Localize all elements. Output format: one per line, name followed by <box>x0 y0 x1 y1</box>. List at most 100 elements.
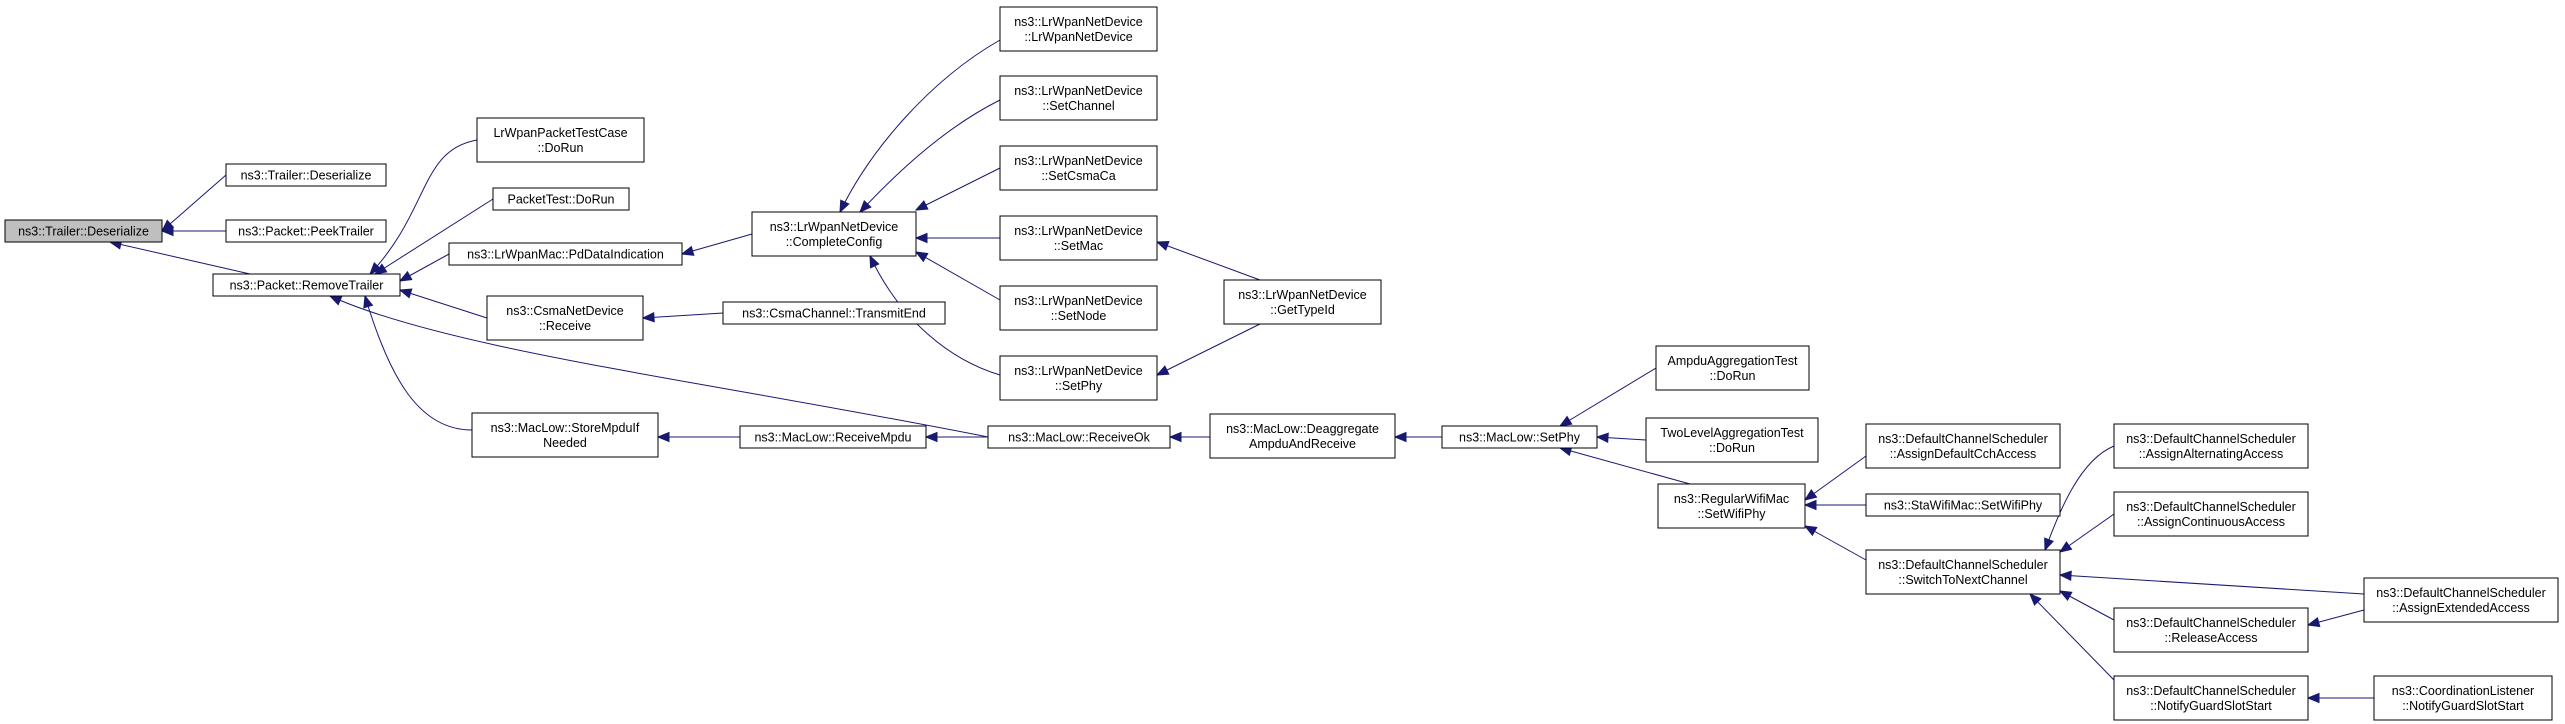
edge-line <box>161 174 227 232</box>
edge-n23-n21 <box>1595 432 1647 443</box>
node-box <box>999 145 1158 191</box>
edge-line <box>915 167 1001 211</box>
node-label-line: ns3::LrWpanNetDevice <box>1014 294 1143 308</box>
edge-line <box>915 251 1001 301</box>
arrowhead <box>1155 365 1170 376</box>
arrowhead <box>1803 525 1818 537</box>
graph-node[interactable]: ns3::LrWpanNetDevice::SetCsmaCa <box>999 145 1158 191</box>
node-box <box>225 163 387 187</box>
edge-n15-n9 <box>914 232 1000 244</box>
node-box <box>987 425 1171 449</box>
edge-n22-n21 <box>1558 367 1657 427</box>
edge-line <box>374 198 494 275</box>
graph-node[interactable]: ns3::DefaultChannelScheduler::ReleaseAcc… <box>2113 607 2309 653</box>
arrowhead <box>398 288 413 299</box>
node-box <box>999 285 1158 331</box>
edge-line <box>1559 367 1657 427</box>
graph-node[interactable]: ns3::LrWpanNetDevice::SetMac <box>999 215 1158 261</box>
graph-node[interactable]: ns3::LrWpanNetDevice::CompleteConfig <box>751 211 917 257</box>
graph-node[interactable]: ns3::CoordinationListener::NotifyGuardSl… <box>2373 675 2553 721</box>
arrowhead <box>2058 590 2073 602</box>
edge-n28-n27 <box>2044 445 2115 552</box>
graph-node[interactable]: ns3::LrWpanNetDevice::LrWpanNetDevice <box>999 6 1158 52</box>
graph-node[interactable]: ns3::Trailer::Deserialize <box>225 163 387 187</box>
graph-node[interactable]: ns3::DefaultChannelScheduler::AssignCont… <box>2113 491 2309 537</box>
graph-node[interactable]: ns3::DefaultChannelScheduler::AssignAlte… <box>2113 423 2309 469</box>
arrowhead <box>641 312 655 323</box>
graph-node[interactable]: ns3::MacLow::SetPhy <box>1441 425 1598 449</box>
edge-line <box>364 295 473 431</box>
graph-node[interactable]: AmpduAggregationTest::DoRun <box>1655 345 1810 391</box>
graph-node[interactable]: ns3::DefaultChannelScheduler::AssignExte… <box>2363 577 2559 623</box>
graph-node[interactable]: ns3::MacLow::ReceiveMpdu <box>739 425 927 449</box>
node-label-line: ns3::CsmaChannel::TransmitEnd <box>742 307 926 321</box>
arrowhead <box>1168 431 1182 443</box>
graph-node[interactable]: ns3::LrWpanNetDevice::SetChannel <box>999 75 1158 121</box>
node-box <box>2113 675 2309 721</box>
root-node[interactable]: ns3::Trailer::Deserialize <box>4 219 163 243</box>
edge-n14-n9 <box>914 167 1001 211</box>
node-label-line: ns3::DefaultChannelScheduler <box>2126 684 2296 698</box>
graph-node[interactable]: ns3::LrWpanMac::PdDataIndication <box>448 242 683 266</box>
node-label-line: ::CompleteConfig <box>786 235 883 249</box>
graph-node[interactable]: ns3::Packet::PeekTrailer <box>225 219 387 243</box>
edge-n5-n3 <box>373 198 494 275</box>
graph-node[interactable]: LrWpanPacketTestCase::DoRun <box>476 117 645 163</box>
edge-line <box>681 233 753 255</box>
node-label-line: ::SetChannel <box>1042 99 1114 113</box>
edge-n27-n24 <box>1803 525 1867 561</box>
arrowhead <box>373 263 388 275</box>
graph-node[interactable]: ns3::DefaultChannelScheduler::AssignDefa… <box>1865 423 2061 469</box>
graph-node[interactable]: ns3::RegularWifiMac::SetWifiPhy <box>1657 483 1806 529</box>
node-label-line: ::SwitchToNextChannel <box>1898 573 2027 587</box>
graph-node[interactable]: ns3::CsmaChannel::TransmitEnd <box>722 301 946 325</box>
node-label-line: ns3::DefaultChannelScheduler <box>2376 586 2546 600</box>
arrowhead <box>363 294 374 309</box>
arrowhead <box>369 262 382 275</box>
arrowhead <box>1155 241 1170 251</box>
graph-node[interactable]: PacketTest::DoRun <box>492 187 630 211</box>
edge-n20-n18 <box>1168 431 1210 443</box>
graph-node[interactable]: ns3::LrWpanNetDevice::SetPhy <box>999 355 1158 401</box>
node-box <box>1657 483 1806 529</box>
node-box <box>2113 491 2309 537</box>
node-box <box>225 219 387 243</box>
node-box <box>999 215 1158 261</box>
edge-line <box>859 99 1001 213</box>
graph-node[interactable]: ns3::DefaultChannelScheduler::NotifyGuar… <box>2113 675 2309 721</box>
node-box <box>1865 493 2061 517</box>
node-box <box>999 6 1158 52</box>
edge-n31-n27 <box>2029 593 2115 681</box>
node-label-line: ::SetNode <box>1051 309 1107 323</box>
node-box <box>2113 607 2309 653</box>
edge-n19-n15 <box>1155 241 1261 281</box>
node-label-line: ::AssignDefaultCchAccess <box>1890 447 2037 461</box>
node-label-line: ns3::LrWpanNetDevice <box>1014 154 1143 168</box>
graph-node[interactable]: ns3::StaWifiMac::SetWifiPhy <box>1865 493 2061 517</box>
arrowhead <box>1393 431 1407 443</box>
edge-line <box>869 255 1001 376</box>
edge-n29-n27 <box>2058 513 2115 553</box>
node-box <box>4 219 163 243</box>
node-box <box>999 75 1158 121</box>
node-label-line: ns3::MacLow::ReceiveMpdu <box>754 431 911 445</box>
node-box <box>2373 675 2553 721</box>
edge-line <box>1156 241 1261 281</box>
node-box <box>1223 279 1382 325</box>
graph-node[interactable]: ns3::MacLow::ReceiveOk <box>987 425 1171 449</box>
graph-node[interactable]: ns3::DefaultChannelScheduler::SwitchToNe… <box>1865 549 2061 595</box>
arrowhead <box>2029 593 2042 606</box>
graph-node[interactable]: TwoLevelAggregationTest::DoRun <box>1645 417 1819 463</box>
edge-line <box>369 139 478 275</box>
graph-node[interactable]: ns3::CsmaNetDevice::Receive <box>486 295 644 341</box>
edge-n10-n7 <box>641 312 724 323</box>
edge-n18-n11 <box>924 431 988 443</box>
node-label-line: ns3::DefaultChannelScheduler <box>2126 432 2296 446</box>
arrowhead <box>1803 499 1817 511</box>
graph-node[interactable]: ns3::Packet::RemoveTrailer <box>212 273 401 297</box>
graph-node[interactable]: ns3::LrWpanNetDevice::GetTypeId <box>1223 279 1382 325</box>
node-label-line: ::SetCsmaCa <box>1041 169 1115 183</box>
graph-node[interactable]: ns3::LrWpanNetDevice::SetNode <box>999 285 1158 331</box>
